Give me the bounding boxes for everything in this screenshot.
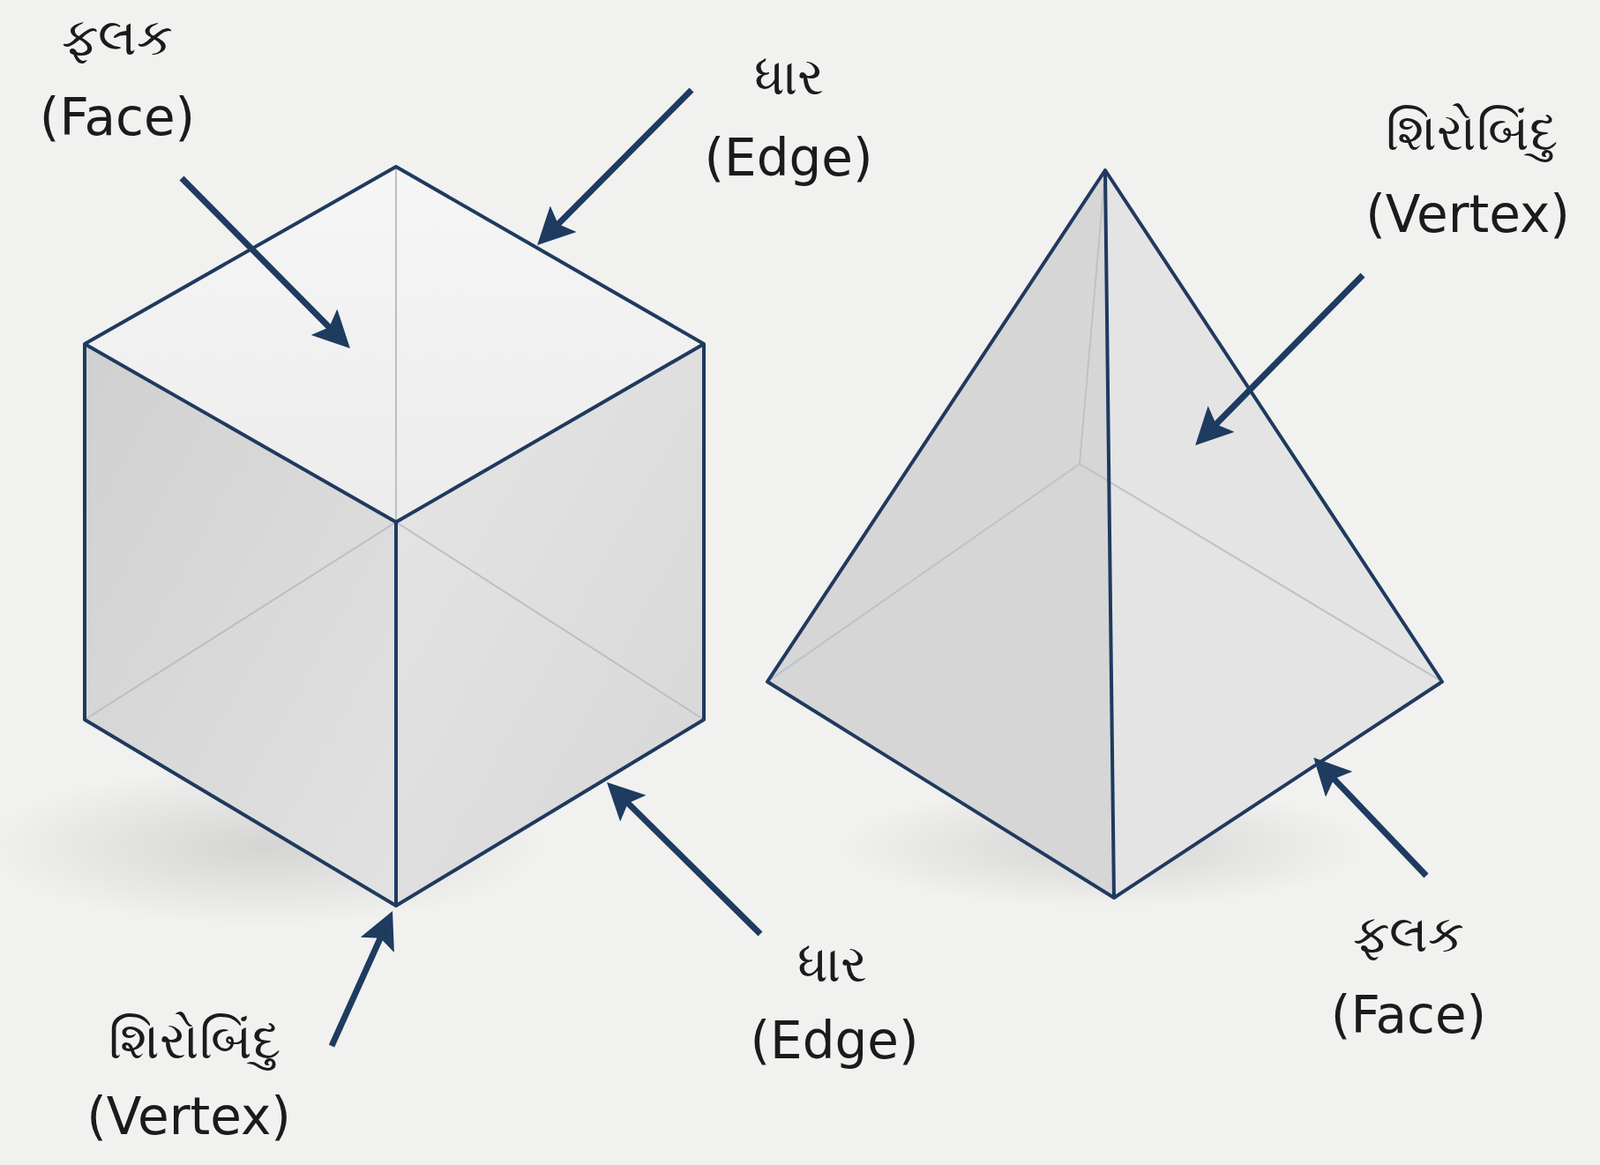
label-english: (Edge): [703, 128, 873, 188]
label-english: (Edge): [749, 1011, 919, 1071]
cube: [84, 166, 704, 906]
label-gujarati: શિરોબિંદુ: [108, 1011, 281, 1071]
label-gujarati: શિરોબિંદુ: [1385, 103, 1558, 163]
label-english: (Face): [1330, 986, 1487, 1046]
label-english: (Vertex): [1365, 185, 1571, 245]
leader-arrows: [181, 89, 1427, 1047]
label-gujarati: ફલક: [1353, 904, 1465, 965]
label-english: (Vertex): [86, 1087, 292, 1147]
label-gujarati: ફલક: [61, 7, 173, 68]
label-gujarati: ધાર: [797, 934, 868, 995]
pyramid: [767, 170, 1443, 898]
label-gujarati: ધાર: [754, 47, 824, 107]
label-english: (Face): [39, 88, 195, 148]
